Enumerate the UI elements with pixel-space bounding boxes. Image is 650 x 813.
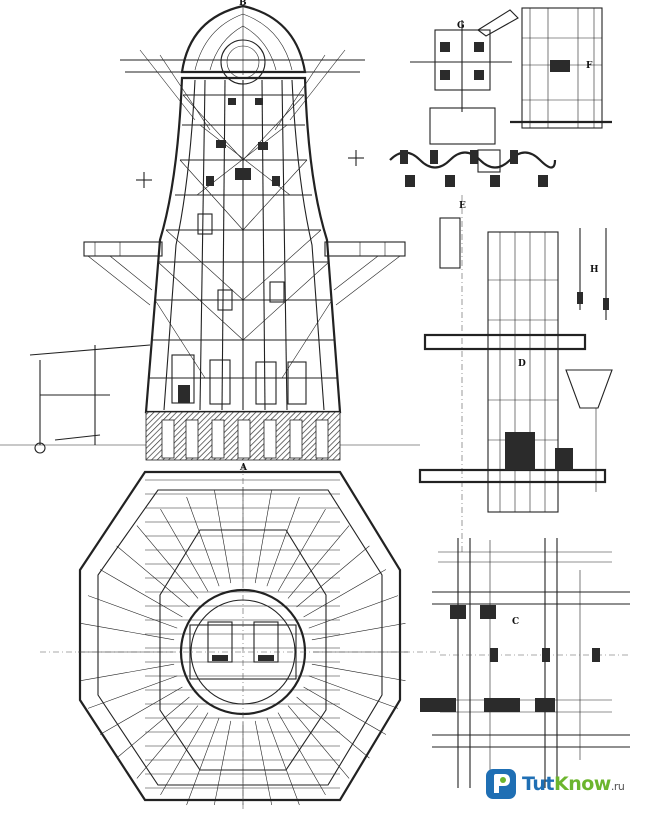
rafter-line <box>99 686 183 735</box>
windmill-floor-plan: A <box>40 463 440 810</box>
rafter-line <box>136 705 199 779</box>
label-f: F <box>586 61 593 71</box>
label-e: E <box>459 201 466 211</box>
label-c: C <box>512 617 519 627</box>
label-d: D <box>518 359 526 369</box>
rafter-line <box>254 720 272 806</box>
label-g: G <box>457 21 465 31</box>
windmill-elevation: B <box>0 0 420 461</box>
watermark-domain: .ru <box>610 780 625 793</box>
watermark: TutKnow.ru <box>484 764 644 804</box>
rafter-line <box>186 496 220 587</box>
rafter-line <box>160 712 209 796</box>
tutknow-logo-icon <box>486 769 516 799</box>
rafter-line <box>99 569 183 618</box>
rafter-line <box>287 705 350 779</box>
rafter-line <box>136 525 199 599</box>
rafter-line <box>296 696 370 759</box>
rafter-line <box>303 569 387 618</box>
rafter-line <box>87 675 178 709</box>
watermark-brand-2: Know <box>553 773 611 795</box>
rafter-line <box>308 675 399 709</box>
rafter-line <box>303 686 387 735</box>
watermark-text: TutKnow.ru <box>522 773 625 795</box>
label-h: H <box>590 265 599 275</box>
rafter-line <box>116 545 190 608</box>
rafter-line <box>214 720 232 806</box>
rafter-line <box>266 717 300 806</box>
watermark-brand-1: Tut <box>522 773 554 795</box>
rafter-line <box>296 545 370 608</box>
detail-d-e: E D H <box>418 195 613 555</box>
detail-c: C <box>420 538 630 790</box>
label-a: A <box>239 463 248 473</box>
rafter-line <box>311 663 406 681</box>
rafter-line <box>311 623 406 641</box>
rafter-line <box>80 623 175 641</box>
label-b: B <box>239 0 247 8</box>
rafter-line <box>186 717 220 806</box>
rafter-line <box>287 525 350 599</box>
rafter-line <box>80 663 175 681</box>
rafter-line <box>277 712 326 796</box>
rafter-line <box>87 595 178 629</box>
rafter-line <box>308 595 399 629</box>
rafter-line <box>266 496 300 587</box>
detail-g-f: G F <box>389 7 612 187</box>
rafter-line <box>116 696 190 759</box>
